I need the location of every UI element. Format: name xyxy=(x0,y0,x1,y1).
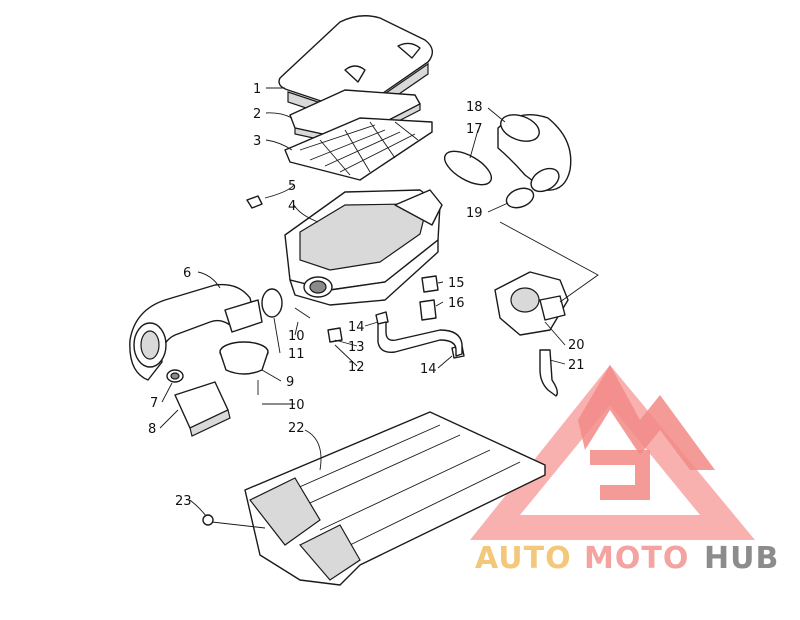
watermark-g-shape xyxy=(590,450,650,500)
part-11-clamp xyxy=(261,288,283,318)
callout-20: 20 xyxy=(568,338,585,353)
callout-11: 11 xyxy=(288,347,305,362)
watermark-moto: MOTO xyxy=(584,541,689,576)
part-16-plug xyxy=(419,299,437,321)
part-8-prefilter xyxy=(174,381,231,437)
callout-19: 19 xyxy=(466,206,483,221)
part-5-clip xyxy=(246,195,263,209)
watermark-m-shape xyxy=(578,365,715,470)
callout-23: 23 xyxy=(175,494,192,509)
callout-1: 1 xyxy=(253,82,261,97)
leader-lines xyxy=(159,87,599,529)
callout-9: 9 xyxy=(286,375,294,390)
callout-21: 21 xyxy=(568,358,585,373)
part-3-filter-frame xyxy=(284,117,433,181)
part-23-fastener xyxy=(202,514,214,526)
callout-5: 5 xyxy=(288,179,296,194)
callout-3: 3 xyxy=(253,134,261,149)
part-19-clamp xyxy=(505,187,535,209)
callout-7: 7 xyxy=(150,396,158,411)
callout-10-upper: 10 xyxy=(288,329,305,344)
callout-14-lower: 14 xyxy=(420,362,437,377)
part-13-drain-hose xyxy=(377,321,463,357)
callout-2: 2 xyxy=(253,107,261,122)
callout-10-lower: 10 xyxy=(288,398,305,413)
callout-22: 22 xyxy=(288,421,305,436)
callout-12: 12 xyxy=(348,360,365,375)
part-10-screws xyxy=(257,307,311,395)
part-4-airbox-housing xyxy=(284,189,443,306)
callout-6: 6 xyxy=(183,266,191,281)
part-7-grommet xyxy=(166,369,184,383)
watermark-text: AUTO MOTO HUB xyxy=(475,541,779,576)
part-22-base-plate xyxy=(244,411,546,586)
callout-15: 15 xyxy=(448,276,465,291)
callout-17: 17 xyxy=(466,122,483,137)
watermark-auto: AUTO xyxy=(475,541,572,576)
callout-4: 4 xyxy=(288,199,296,214)
part-17-clamp xyxy=(443,150,493,186)
part-15-cap xyxy=(421,275,439,293)
part-9-intake-boot xyxy=(219,341,269,375)
callout-18: 18 xyxy=(466,100,483,115)
part-6-intake-duct xyxy=(129,283,263,381)
watermark-logo xyxy=(470,365,755,540)
part-20-carburetor xyxy=(494,271,569,336)
part-18-carb-boot xyxy=(497,114,572,193)
watermark-hub: HUB xyxy=(704,541,779,576)
callout-14-upper: 14 xyxy=(348,320,365,335)
part-12-drain-plug xyxy=(327,327,343,343)
callout-16: 16 xyxy=(448,296,465,311)
part-21-vent-hose xyxy=(539,349,559,397)
callout-13: 13 xyxy=(348,340,365,355)
callout-8: 8 xyxy=(148,422,156,437)
callout-labels: 1 2 3 5 4 6 7 8 9 10 10 11 12 13 14 14 1… xyxy=(148,82,585,509)
